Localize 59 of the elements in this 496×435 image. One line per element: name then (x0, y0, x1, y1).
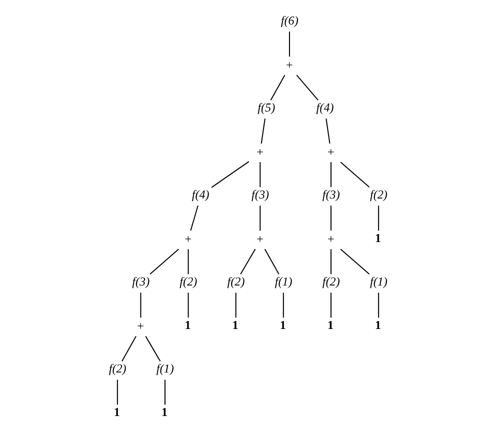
node-text: 1 (232, 317, 238, 332)
connector (330, 248, 332, 274)
connector (330, 162, 332, 187)
connector (326, 118, 330, 144)
connector (235, 292, 236, 318)
node-text: 1 (375, 230, 382, 244)
connector (340, 161, 370, 187)
node-text: f(3) (252, 186, 270, 201)
connector (145, 335, 161, 361)
node-text: f(2) (180, 274, 198, 288)
node-text: f(3) (322, 186, 340, 201)
connector (190, 205, 198, 230)
connector (122, 335, 136, 361)
node-text: + (184, 231, 192, 246)
node-text: f(5) (258, 100, 276, 114)
connector (240, 248, 256, 274)
node-text: f(4) (192, 186, 210, 201)
node-text: + (327, 144, 334, 158)
node-text: f(3) (132, 274, 150, 288)
node-text: 1 (114, 404, 120, 418)
node-text: + (327, 231, 334, 246)
connector (164, 379, 166, 404)
connector (260, 162, 261, 187)
connector (260, 205, 261, 230)
connector (188, 292, 189, 318)
node-text: 1 (280, 317, 286, 332)
node-text: f(4) (316, 100, 334, 114)
connector (270, 74, 286, 100)
node-text: f(2) (227, 274, 245, 288)
node-text: 1 (184, 317, 191, 332)
connector (282, 292, 284, 318)
connector (116, 379, 118, 404)
connector (289, 31, 290, 56)
connector (378, 205, 380, 230)
node-text: f(1) (274, 274, 292, 288)
node-text: + (256, 231, 264, 246)
connector (264, 248, 280, 274)
connector (150, 248, 179, 274)
connector (330, 292, 332, 318)
node-text: f(1) (370, 274, 388, 288)
node-text: f(2) (108, 360, 126, 375)
node-text: + (256, 144, 264, 158)
node-text: f(2) (322, 274, 340, 288)
node-text: 1 (375, 317, 382, 332)
connector (378, 292, 380, 318)
connector (296, 74, 318, 100)
connector (340, 248, 370, 274)
node-text: f(1) (156, 360, 174, 375)
node-text: + (137, 318, 144, 332)
node-text: + (286, 57, 293, 72)
connector (330, 205, 332, 230)
node-text: f(6) (280, 12, 298, 27)
connector (211, 160, 250, 188)
node-text: f(2) (370, 186, 388, 201)
node-text: 1 (161, 404, 168, 418)
connector (260, 118, 266, 144)
node-text: 1 (327, 317, 334, 332)
connector (188, 248, 189, 274)
connector (140, 292, 142, 318)
